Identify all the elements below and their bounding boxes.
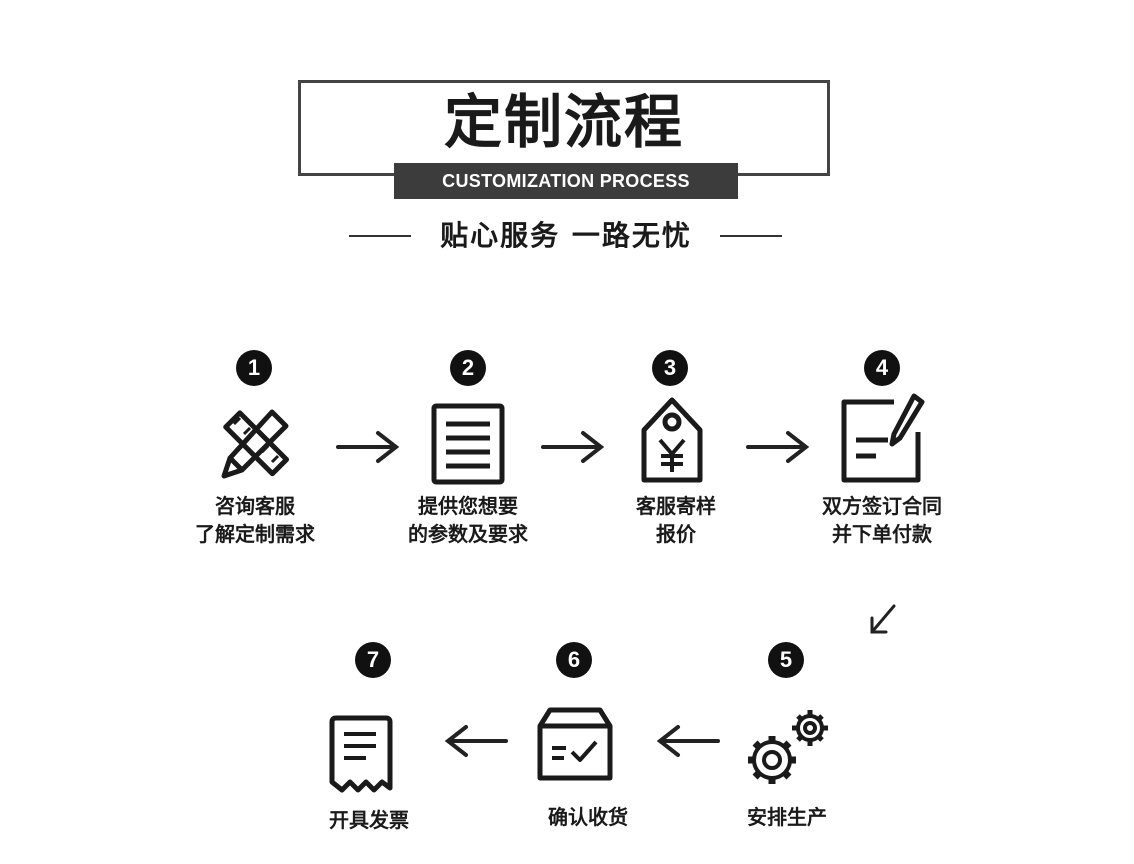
step-4-badge: 4 [864,350,900,386]
document-list-icon [431,403,505,485]
step-3-label-line2: 报价 [656,522,696,546]
step-6-label: 确认收货 [548,805,628,829]
contract-sign-icon [841,393,925,483]
page-title: 定制流程 [443,88,684,156]
arrow-right-icon [336,431,400,463]
step-2-label-line2: 的参数及要求 [408,522,528,546]
step-1-badge: 1 [236,350,272,386]
step-7-badge: 7 [355,642,391,678]
step-4-label-line1: 双方签订合同 [822,494,942,518]
tagline-right-rule [720,235,782,237]
subtitle-banner: CUSTOMIZATION PROCESS [394,163,738,199]
step-5-badge: 5 [768,642,804,678]
gears-icon [748,710,828,784]
step-3-label-line1: 客服寄样 [636,494,716,518]
step-2-badge: 2 [450,350,486,386]
arrow-right-icon [541,431,605,463]
step-6-badge: 6 [556,642,592,678]
step-7-label: 开具发票 [329,808,409,832]
step-1-label-line2: 了解定制需求 [195,522,315,546]
arrow-down-left-icon [870,604,896,634]
tagline-left-rule [349,235,411,237]
step-2-label-line1: 提供您想要 [418,494,518,518]
pencil-ruler-icon [221,409,290,479]
step-3-badge: 3 [652,350,688,386]
arrow-left-icon [656,725,720,757]
package-check-icon [537,707,613,781]
invoice-receipt-icon [329,715,393,793]
arrow-right-icon [746,431,810,463]
price-tag-yen-icon [641,397,703,483]
step-5-label: 安排生产 [747,805,827,829]
arrow-left-icon [444,725,508,757]
step-4-label-line2: 并下单付款 [832,522,932,546]
tagline: 贴心服务 一路无忧 [440,219,692,252]
step-1-label-line1: 咨询客服 [215,494,295,518]
